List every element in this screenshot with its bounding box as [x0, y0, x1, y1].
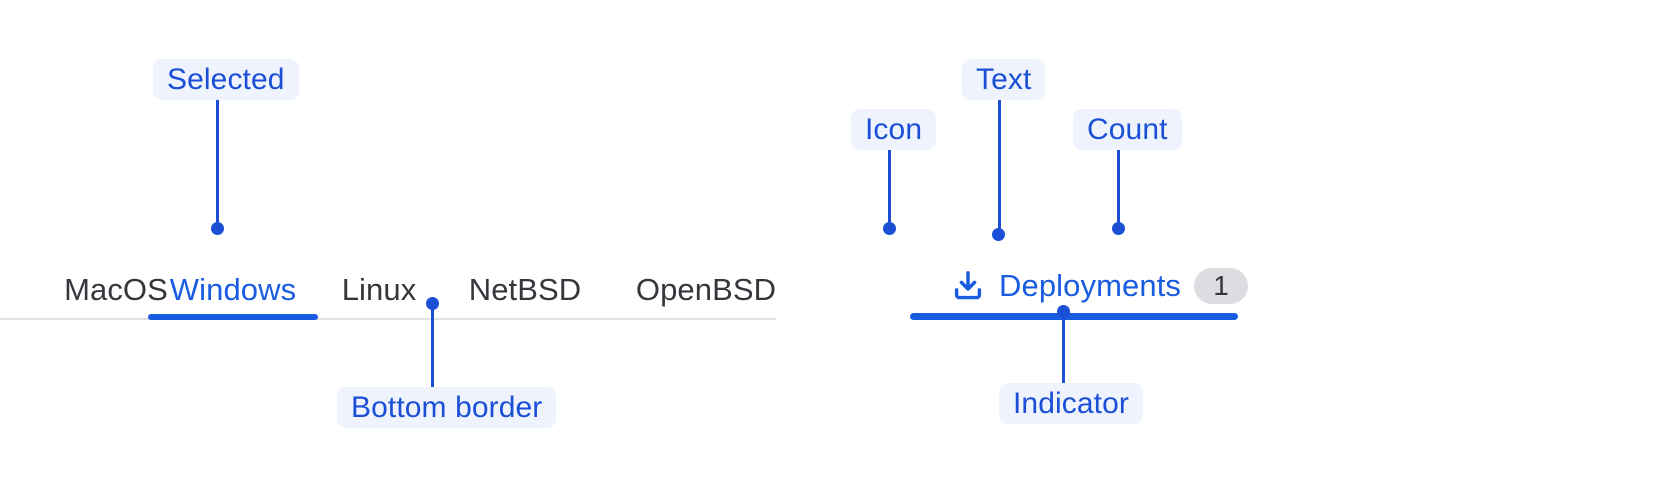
tab-macos[interactable]: MacOS [12, 262, 220, 318]
annotation-label: Text [976, 62, 1032, 96]
annotation-chip-indicator: Indicator [999, 383, 1143, 424]
annotation-leader-count [1117, 150, 1120, 230]
deployments-tab-label: Deployments [999, 268, 1182, 303]
annotation-chip-selected: Selected [153, 59, 299, 100]
annotation-dot-text [992, 228, 1005, 241]
tab-bar-bottom-divider [0, 318, 776, 320]
os-tab-bar: MacOS Windows Linux NetBSD OpenBSD [0, 262, 776, 320]
deployments-tab-indicator [910, 313, 1238, 320]
tab-selected-underline [148, 314, 318, 320]
annotation-chip-bottom-border: Bottom border [337, 387, 557, 428]
annotation-chip-count: Count [1073, 109, 1182, 150]
tab-netbsd[interactable]: NetBSD [440, 262, 610, 318]
tab-windows[interactable]: Windows [148, 262, 318, 320]
annotation-label: Indicator [1013, 386, 1129, 420]
annotation-label: Selected [167, 62, 285, 96]
annotation-chip-icon: Icon [851, 109, 937, 150]
tab-label: Windows [169, 272, 297, 307]
deployments-tab[interactable]: Deployments 1 [910, 258, 1249, 320]
annotation-leader-text [998, 100, 1001, 234]
tab-label: NetBSD [468, 272, 582, 307]
annotation-dot-icon [883, 222, 896, 235]
tab-openbsd[interactable]: OpenBSD [610, 262, 802, 318]
deployments-tab-content: Deployments 1 [910, 258, 1249, 314]
annotation-dot-selected [211, 222, 224, 235]
download-icon [950, 268, 986, 304]
annotation-leader-indicator [1062, 311, 1065, 383]
tab-label: Linux [341, 272, 417, 307]
annotation-chip-text: Text [962, 59, 1046, 100]
annotation-leader-bottom-border [431, 303, 434, 415]
deployments-count-badge: 1 [1194, 268, 1249, 304]
annotation-label: Icon [865, 112, 923, 146]
annotation-leader-selected [216, 100, 219, 230]
annotation-label: Count [1087, 112, 1168, 146]
annotation-leader-icon [888, 150, 891, 230]
tab-linux[interactable]: Linux [318, 262, 440, 318]
tab-label: OpenBSD [635, 272, 777, 307]
annotation-dot-count [1112, 222, 1125, 235]
annotation-label: Bottom border [351, 390, 543, 424]
tab-label: MacOS [64, 272, 168, 307]
